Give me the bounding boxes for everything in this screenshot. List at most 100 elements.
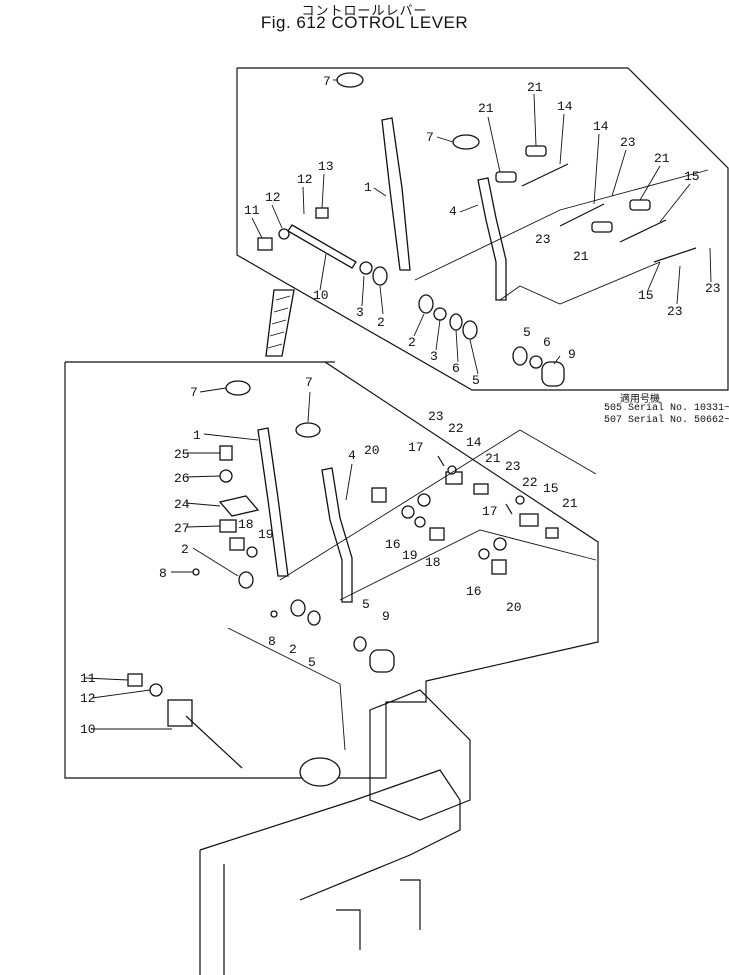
washer-19-left	[246, 546, 258, 558]
machine-body	[199, 769, 461, 975]
callout-label: 2	[289, 642, 297, 657]
pin-21a	[525, 145, 547, 157]
callout-label: 2	[408, 335, 416, 350]
callout-label: 4	[449, 204, 457, 219]
callout-label: 18	[238, 517, 254, 532]
bolt-11-lower	[127, 673, 143, 687]
bushing-5a	[462, 320, 478, 340]
lever-4-lower	[321, 467, 353, 603]
lever-4-upper	[477, 177, 507, 301]
callout-label: 22	[448, 421, 464, 436]
callout-label: 23	[535, 232, 551, 247]
callout-label: 15	[684, 169, 700, 184]
cap-7d	[295, 422, 321, 438]
figure-title: Fig. 612 COTROL LEVER	[260, 13, 469, 32]
cotter-23a	[437, 455, 445, 467]
cap-7c	[225, 380, 251, 396]
serial-note-line-1: 505 Serial No. 10331~	[604, 403, 729, 414]
callout-label: 17	[408, 440, 424, 455]
callout-label: 19	[258, 527, 274, 542]
grease-8a	[192, 568, 200, 576]
washer-19-right	[414, 516, 426, 528]
sleeve-9-upper	[541, 361, 565, 387]
callout-label: 20	[364, 443, 380, 458]
callout-label: 1	[364, 180, 372, 195]
callout-label: 5	[472, 373, 480, 388]
pin-21e	[473, 483, 489, 495]
bolt-11-upper	[257, 237, 273, 251]
sleeve-9-lower	[369, 649, 395, 673]
callout-label: 5	[523, 325, 531, 340]
bracket-10-lower	[167, 699, 193, 727]
callout-label: 9	[382, 609, 390, 624]
washer-3a	[359, 261, 373, 275]
link-15b	[653, 247, 697, 263]
pin-22b	[515, 495, 525, 505]
callout-label: 5	[362, 597, 370, 612]
lever-1-upper	[381, 117, 411, 271]
washer-6b	[529, 355, 543, 369]
callout-label: 21	[562, 496, 578, 511]
pin-21f	[545, 527, 559, 539]
callout-label: 23	[505, 459, 521, 474]
leader-lines	[84, 79, 712, 730]
callout-label: 23	[428, 409, 444, 424]
plate-24	[218, 495, 260, 517]
upper-detail-frame	[236, 67, 729, 391]
callout-label: 27	[174, 521, 190, 536]
callout-label: 21	[654, 151, 670, 166]
link-15a	[619, 219, 667, 243]
callout-label: 7	[305, 375, 313, 390]
callout-label: 2	[377, 315, 385, 330]
link-15-lower	[519, 513, 539, 527]
callout-label: 16	[385, 537, 401, 552]
callout-label: 6	[452, 361, 460, 376]
callout-labels: 7 7 21 21 14 14 23 21 15 13 12 12 11 1 4…	[80, 74, 721, 737]
bolt-25	[219, 445, 233, 461]
washer-6a	[449, 313, 463, 331]
bushing-5d	[353, 636, 367, 652]
callout-label: 9	[568, 347, 576, 362]
callout-label: 6	[543, 335, 551, 350]
callout-label: 23	[620, 135, 636, 150]
body-handles	[336, 879, 421, 950]
grease-8b	[270, 610, 278, 618]
callout-label: 14	[593, 119, 609, 134]
callout-label: 15	[638, 288, 654, 303]
cotter-23b	[505, 503, 513, 515]
callout-label: 23	[667, 304, 683, 319]
nut-20a	[371, 487, 387, 503]
callout-label: 12	[80, 691, 96, 706]
callout-label: 21	[478, 101, 494, 116]
callout-label: 25	[174, 447, 190, 462]
washer-16a	[401, 505, 415, 519]
callout-label: 16	[466, 584, 482, 599]
callout-label: 23	[705, 281, 721, 296]
callout-label: 26	[174, 471, 190, 486]
bushing-2d	[290, 599, 306, 617]
callout-label: 12	[265, 190, 281, 205]
callout-label: 18	[425, 555, 441, 570]
callout-label: 8	[268, 634, 276, 649]
nut-27	[219, 519, 237, 533]
serial-note-line-2: 507 Serial No. 50662~	[604, 415, 729, 426]
washer-12-upper	[278, 228, 290, 240]
callout-label: 7	[426, 130, 434, 145]
callout-label: 10	[313, 288, 329, 303]
pin-21d	[591, 221, 613, 233]
shaft-10-lower	[185, 715, 243, 769]
callout-label: 22	[522, 475, 538, 490]
callout-label: 8	[159, 566, 167, 581]
callout-label: 14	[557, 99, 573, 114]
bushing-2b	[418, 294, 434, 314]
callout-label: 11	[244, 203, 260, 218]
washer-12-lower	[149, 683, 163, 697]
nut-13-upper	[315, 207, 329, 219]
hatched-pointer	[265, 289, 295, 357]
callout-label: 4	[348, 448, 356, 463]
cap-7a	[336, 72, 364, 88]
callout-label: 3	[430, 349, 438, 364]
callout-label: 3	[356, 305, 364, 320]
link-14b	[559, 203, 605, 227]
